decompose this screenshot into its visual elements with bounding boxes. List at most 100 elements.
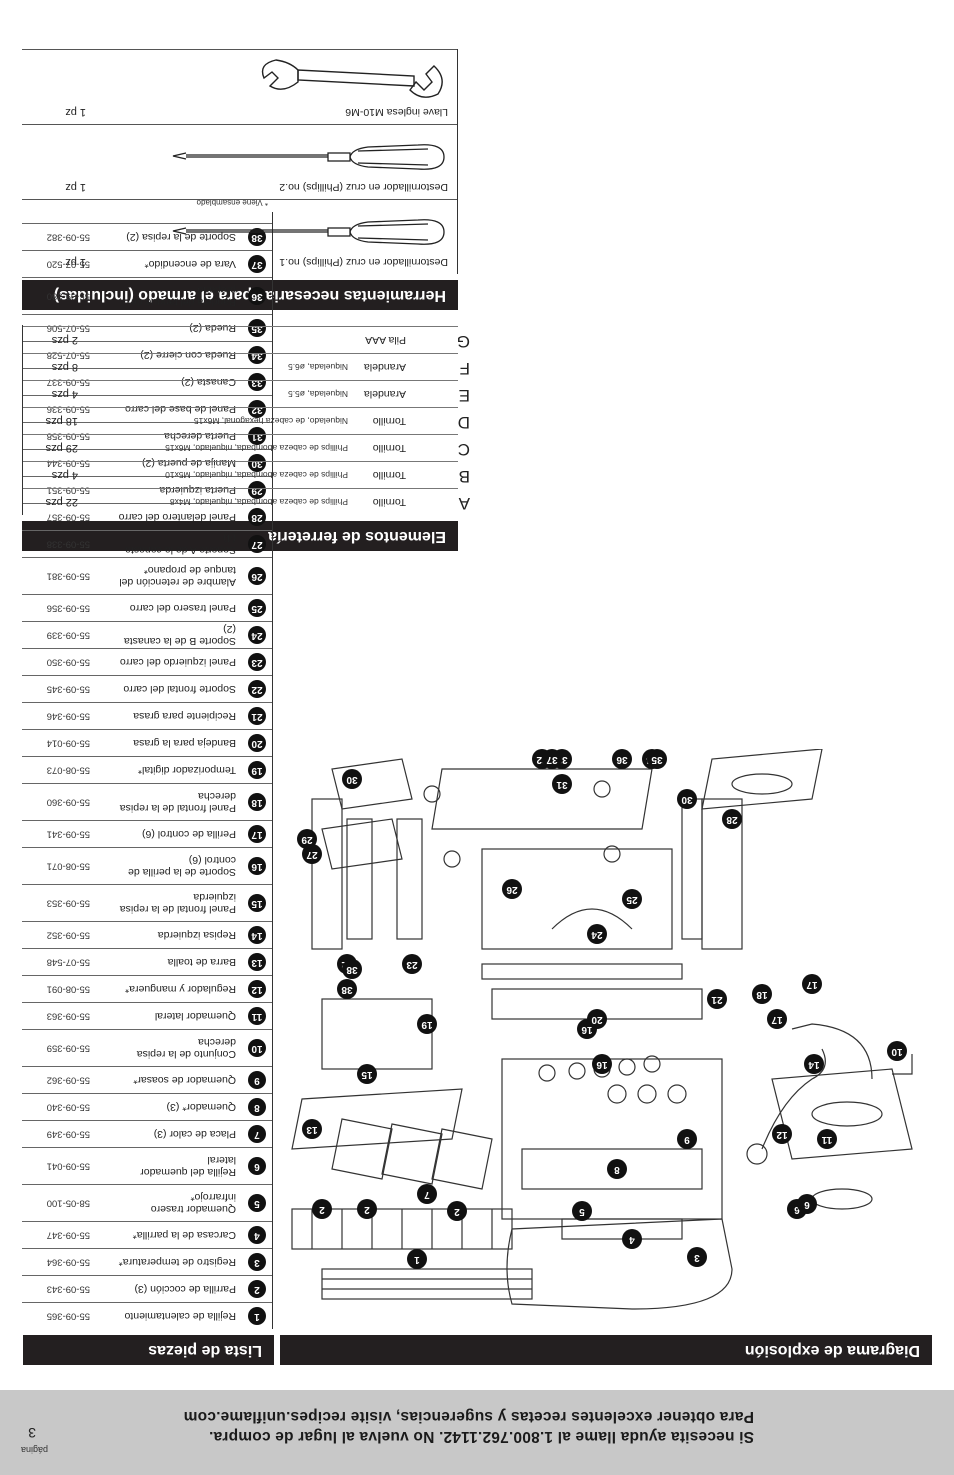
- part-code: 55-09-339: [46, 629, 90, 641]
- part-code: 55-09-014: [46, 737, 90, 749]
- part-code: 55-09-350: [46, 656, 90, 668]
- part-number-badge: 23: [248, 653, 266, 671]
- part-name: Soporte B de la canasta (2): [123, 623, 236, 647]
- hardware-description: Phillips de cabeza abombada, niquelado, …: [169, 497, 348, 507]
- part-number-badge: 14: [248, 926, 266, 944]
- hardware-quantity: 4 pzs: [51, 469, 78, 481]
- tool-quantity: 1 pz: [65, 256, 86, 268]
- part-code: 55-09-041: [46, 1160, 90, 1172]
- parts-list-title: Lista de piezas: [23, 1335, 274, 1365]
- hardware-description: Niquelada, ø5.5: [287, 389, 348, 399]
- parts-row: 24 Soporte B de la canasta (2) 55-09-339: [22, 621, 272, 648]
- part-name: Conjunto de la repisa derecha: [136, 1036, 236, 1060]
- diagram-callout: 38: [342, 959, 362, 979]
- hardware-type: Tornillo: [372, 469, 406, 481]
- hardware-letter: A: [458, 494, 470, 513]
- part-name: Quemador de soasar*: [133, 1074, 236, 1086]
- part-number-badge: 18: [248, 793, 266, 811]
- part-code: 55-08-073: [46, 764, 90, 776]
- part-number-badge: 11: [248, 1007, 266, 1025]
- part-code: 55-09-364: [46, 1256, 90, 1268]
- part-number-badge: 12: [248, 980, 266, 998]
- parts-row: 19 Temporizador digital* 55-08-073: [22, 756, 272, 783]
- part-code: 55-07-548: [46, 956, 90, 968]
- part-name: Rejilla de calentamiento: [124, 1310, 236, 1322]
- part-code: 55-09-363: [46, 1010, 90, 1022]
- hardware-quantity: 22 pzs: [45, 496, 78, 508]
- hardware-letter: C: [457, 440, 470, 459]
- diagram-callout: 38: [337, 979, 357, 999]
- part-number-badge: 13: [248, 953, 266, 971]
- part-number-badge: 19: [248, 761, 266, 779]
- hardware-type: Arandela: [363, 388, 406, 400]
- side-burner-shape: [771, 1068, 913, 1160]
- part-code: 55-09-356: [46, 602, 90, 614]
- hardware-type: Tornillo: [372, 496, 406, 508]
- diagram-callout: 10: [887, 1041, 907, 1061]
- diagram-callout: 2: [357, 1199, 377, 1219]
- part-name: Placa de calor (3): [153, 1128, 236, 1140]
- tool-name: Destornillador en cruz (Phillips) no.1: [279, 256, 448, 268]
- part-code: 55-09-353: [46, 897, 90, 909]
- part-name: Quemador* (3): [166, 1101, 236, 1113]
- diagram-callout: 3: [687, 1247, 707, 1267]
- hardware-quantity: 2 pzs: [51, 334, 78, 346]
- wrench-icon: [261, 59, 443, 98]
- part-code: 55-09-341: [46, 828, 90, 840]
- recipes-line: Para obtener excelentes recetas y sugere…: [183, 1408, 755, 1425]
- part-code: 55-09-347: [46, 1229, 90, 1241]
- diagram-callout: 16: [592, 1054, 612, 1074]
- part-number-badge: 6: [248, 1157, 266, 1175]
- part-number-badge: 7: [248, 1125, 266, 1143]
- part-name: Temporizador digital*: [137, 764, 236, 776]
- hardware-letter: B: [458, 467, 470, 486]
- part-name: Panel frontal de la repisa derecha: [119, 790, 236, 814]
- hardware-quantity: 8 pzs: [51, 361, 78, 373]
- part-name: Bandeja para la grasa: [133, 737, 236, 749]
- part-code: 55-09-349: [46, 1128, 90, 1140]
- hardware-type: Tornillo: [372, 442, 406, 454]
- part-name: Registro de temperatura*: [118, 1256, 236, 1268]
- part-number-badge: 27: [248, 535, 266, 553]
- diagram-callout: 2: [312, 1199, 332, 1219]
- part-number-badge: 25: [248, 599, 266, 617]
- diagram-callout: 13: [302, 1119, 322, 1139]
- diagram-callout: 23: [402, 954, 422, 974]
- page-label: página: [20, 1445, 48, 1455]
- grill-lid-shape: [506, 1218, 733, 1310]
- part-name: Perilla de control (6): [142, 828, 236, 840]
- diagram-callout: 6: [797, 1194, 817, 1214]
- part-name: Alambre de retención del tanque de propa…: [119, 564, 236, 588]
- diagram-callout: 19: [417, 1014, 437, 1034]
- part-code: 55-09-359: [46, 1042, 90, 1054]
- diagram-callout: 7: [417, 1184, 437, 1204]
- part-number-badge: 36: [248, 287, 266, 305]
- diagram-callout: 30: [342, 769, 362, 789]
- part-code: 58-05-100: [46, 1197, 90, 1209]
- diagram-callout: 18: [752, 984, 772, 1004]
- part-code: 55-09-362: [46, 1074, 90, 1086]
- diagram-callout: 25: [622, 889, 642, 909]
- part-number-badge: 24: [248, 626, 266, 644]
- hardware-letter: F: [459, 359, 470, 378]
- diagram-callout: 17: [767, 1009, 787, 1029]
- part-number-badge: 10: [248, 1039, 266, 1057]
- diagram-callout: 24: [587, 924, 607, 944]
- part-name: Parrilla de cocción (3): [134, 1283, 236, 1295]
- help-line: Si necesita ayuda llame al 1.800.762.114…: [208, 1428, 754, 1445]
